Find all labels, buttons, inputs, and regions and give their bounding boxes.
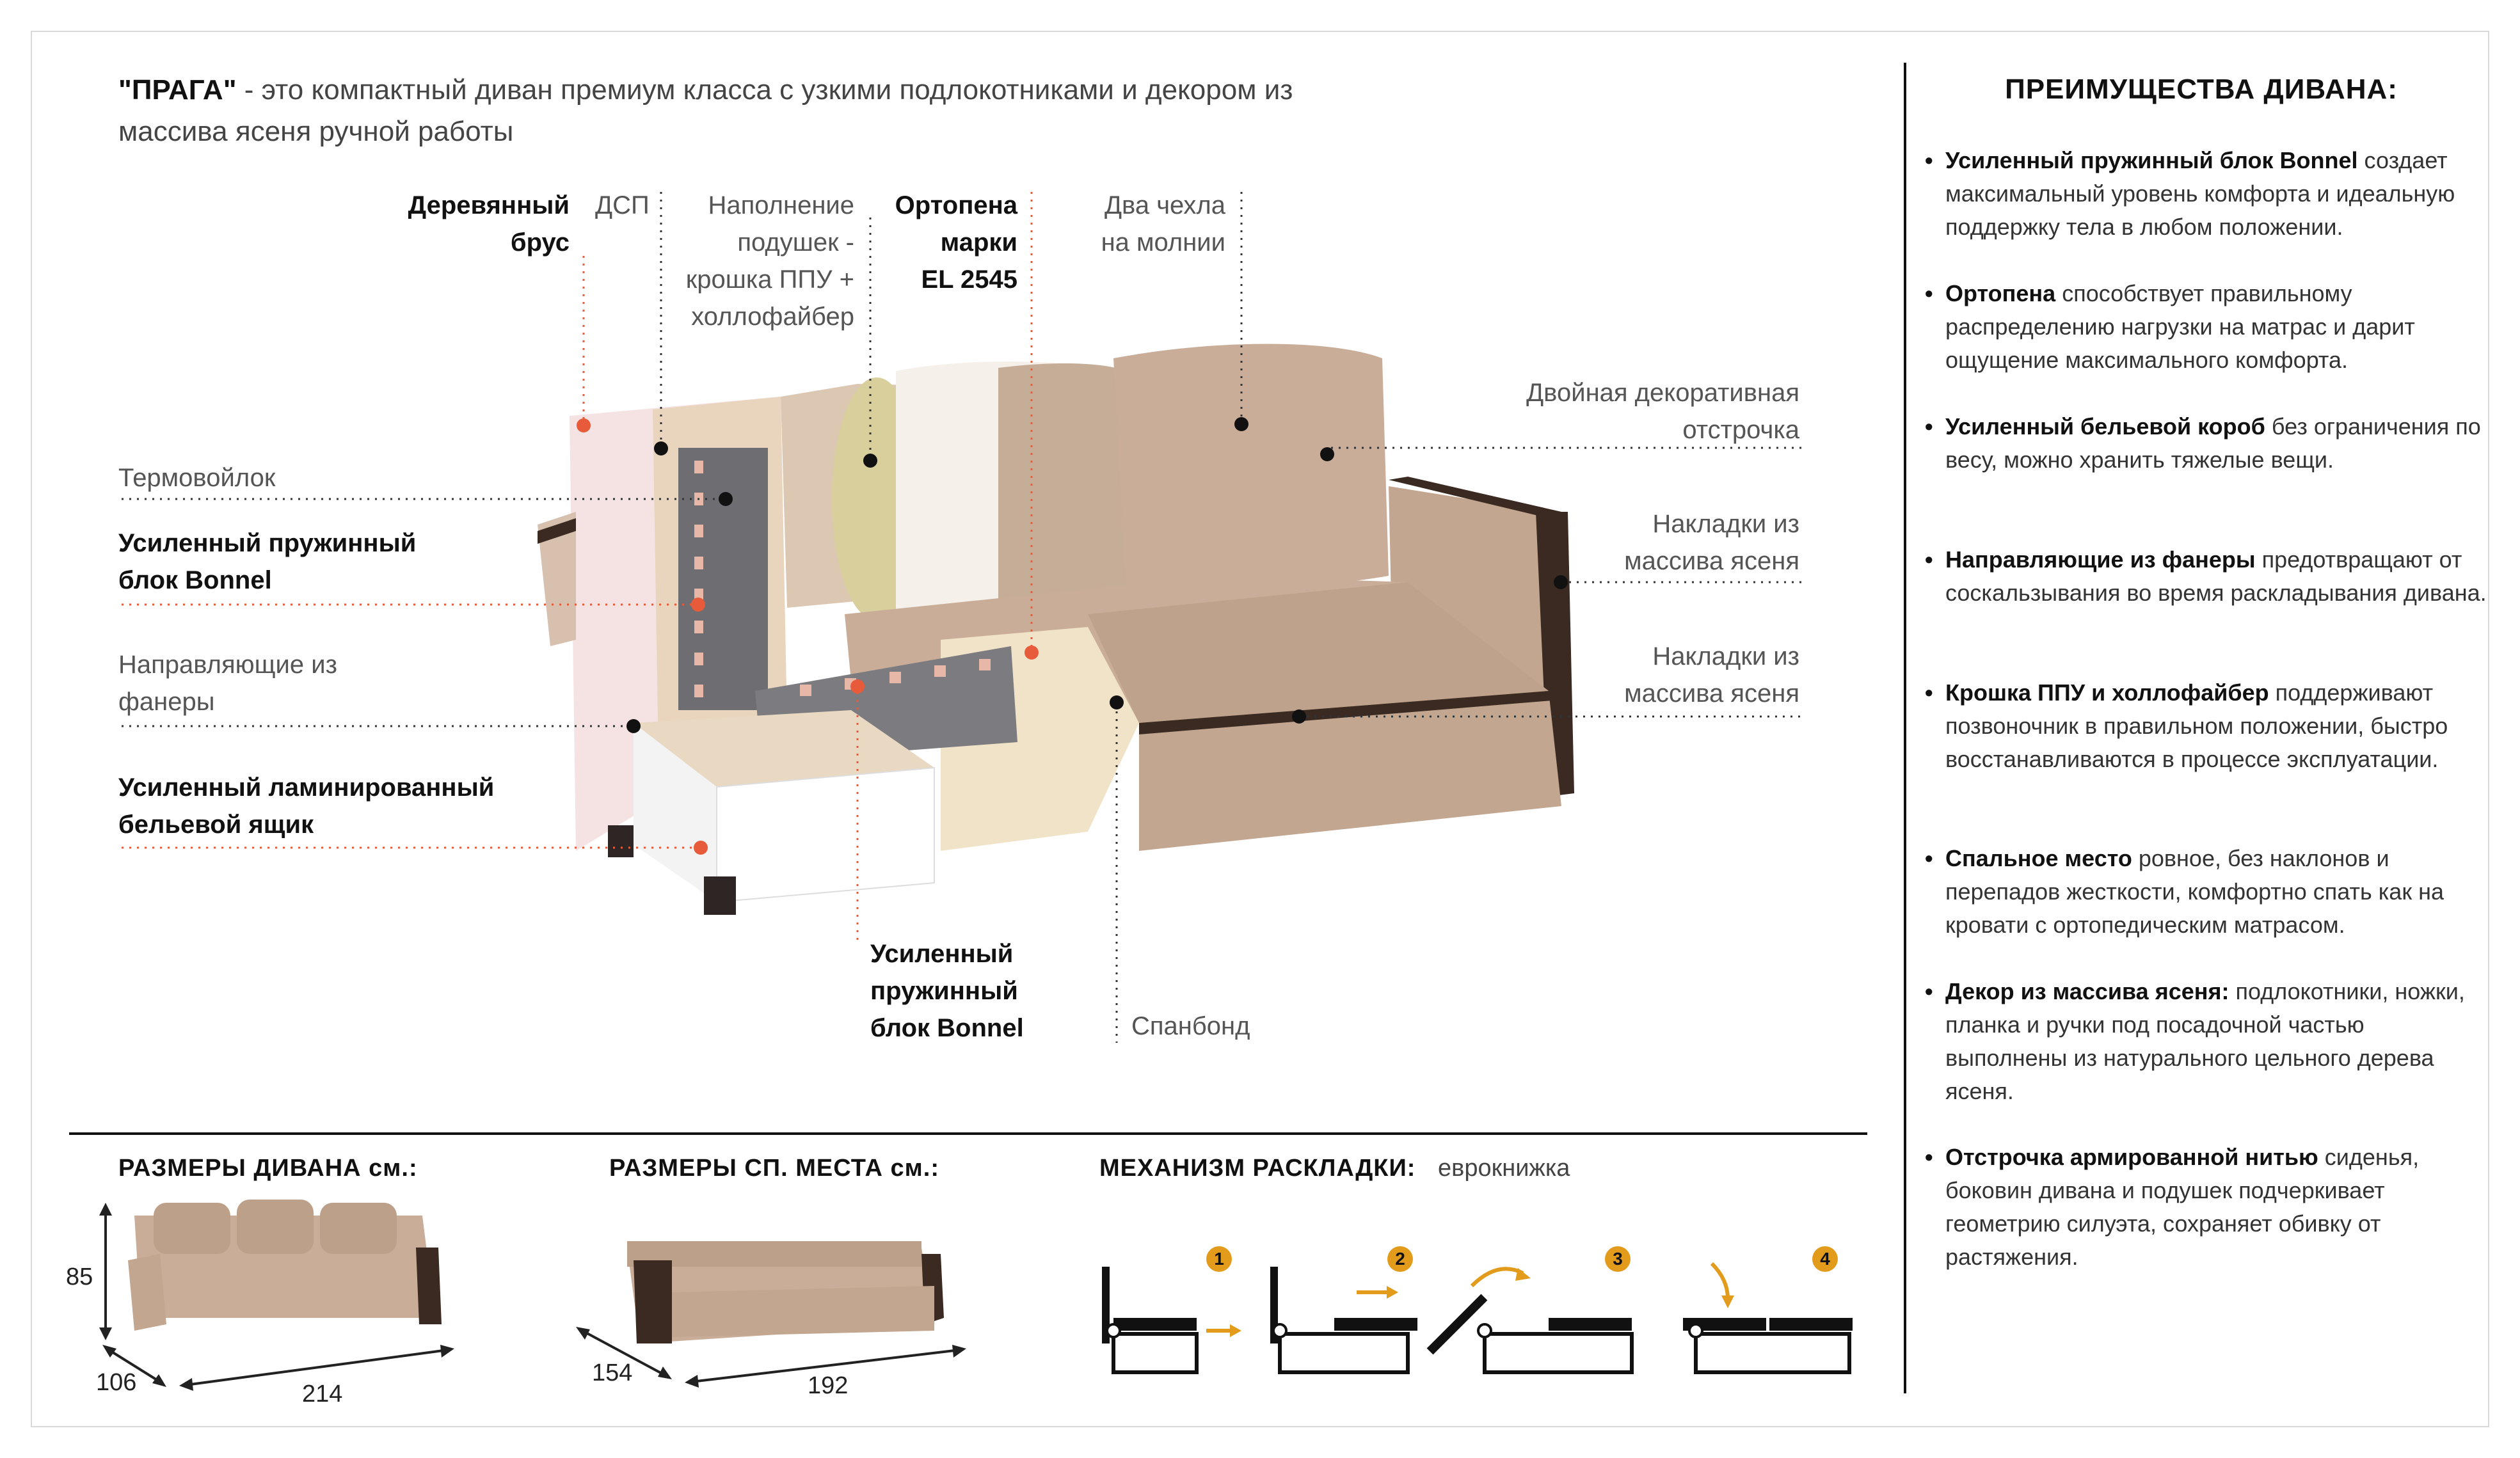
step-badge-1: 1 — [1206, 1246, 1232, 1272]
bullet-icon: • — [1925, 1144, 1933, 1170]
sofa-height: 85 — [66, 1264, 93, 1290]
bed-depth: 154 — [592, 1359, 633, 1386]
horizontal-divider — [69, 1132, 1867, 1135]
step-1-diagram — [1102, 1267, 1241, 1374]
advantage-text: ровное, без наклонов и перепадов жесткос… — [1945, 845, 2444, 938]
sofa-depth: 106 — [96, 1369, 137, 1396]
mechanism-title: МЕХАНИЗМ РАСКЛАДКИ: — [1099, 1155, 1416, 1182]
step-3-diagram — [1426, 1267, 1634, 1374]
vertical-divider — [1904, 63, 1906, 1393]
sofa-front-panel — [1139, 691, 1561, 851]
marker-pruzhinny-bottom — [850, 679, 865, 693]
step-2-diagram — [1270, 1267, 1417, 1374]
step-4-diagram — [1683, 1262, 1853, 1374]
advantage-text: предотвращают от соскальзывания во время… — [1945, 546, 2487, 606]
label-dsp: ДСП — [595, 191, 650, 219]
advantage-title: Усиленный пружинный блок Bonnel — [1945, 147, 2358, 173]
advantage-title: Декор из массива ясеня: — [1945, 978, 2229, 1004]
marker-laminirovanny — [694, 841, 708, 855]
intro-line-1: - это компактный диван премиум класса с … — [236, 74, 1293, 106]
advantage-item: • Направляющие из фанеры предотвращают от… — [1925, 543, 2489, 610]
marker-napravlyayushchie — [626, 719, 641, 733]
advantage-item: • Отстрочка армированной нитью сиденья, б… — [1925, 1141, 2489, 1274]
product-name: "ПРАГА" — [118, 74, 237, 106]
advantage-item: • Декор из массива ясеня: подлокотники, н… — [1925, 975, 2489, 1108]
advantage-item: • Ортопена способствует правильному распр… — [1925, 277, 2489, 377]
bed-dims-title: РАЗМЕРЫ СП. МЕСТА см.: — [609, 1155, 939, 1182]
advantage-text: поддерживают позвоночник в правильном по… — [1945, 679, 2448, 772]
label-spanbond: Спанбонд — [1131, 1012, 1250, 1040]
storage-drawer — [634, 710, 934, 787]
advantage-item: • Усиленный бельевой короб без ограничени… — [1925, 410, 2489, 477]
sofa-dims-illustration — [99, 1200, 454, 1391]
advantage-item: • Крошка ППУ и холлофайбер поддерживают п… — [1925, 676, 2489, 776]
advantage-text: без ограничения по весу, можно хранить т… — [1945, 413, 2481, 473]
bullet-icon: • — [1925, 147, 1933, 173]
advantage-item: • Усиленный пружинный блок Bonnel создает… — [1925, 144, 2489, 244]
advantage-text: подлокотники, ножки, планка и ручки под … — [1945, 978, 2465, 1104]
bullet-icon: • — [1925, 280, 1933, 306]
bullet-icon: • — [1925, 546, 1933, 573]
marker-nakladki-1 — [1554, 575, 1568, 589]
step-badge-4: 4 — [1812, 1246, 1838, 1272]
advantage-text: сиденья, боковин дивана и подушек подчер… — [1945, 1144, 2420, 1270]
page-frame — [31, 31, 2489, 1427]
marker-dva-chehla — [1234, 417, 1248, 431]
intro-text: "ПРАГА" - это компактный диван премиум к… — [118, 69, 1293, 152]
step-badge-2: 2 — [1387, 1246, 1413, 1272]
marker-ortopena — [1025, 646, 1039, 660]
marker-termovoylok — [719, 492, 733, 506]
sofa-dims-title: РАЗМЕРЫ ДИВАНА см.: — [118, 1155, 418, 1182]
advantage-title: Усиленный бельевой короб — [1945, 413, 2265, 440]
marker-pruzhinny-left — [691, 598, 705, 612]
bullet-icon: • — [1925, 978, 1933, 1004]
back-cushion-right — [1113, 344, 1389, 595]
advantage-title: Крошка ППУ и холлофайбер — [1945, 679, 2269, 706]
bullet-icon: • — [1925, 413, 1933, 440]
bullet-icon: • — [1925, 679, 1933, 706]
advantage-title: Направляющие из фанеры — [1945, 546, 2256, 573]
bed-width: 192 — [808, 1372, 849, 1399]
sofa-cutaway-illustration — [122, 192, 1801, 1043]
intro-line-2: массива ясеня ручной работы — [118, 116, 514, 147]
step-badge-3: 3 — [1605, 1246, 1631, 1272]
bed-dims-illustration — [576, 1241, 966, 1388]
advantage-title: Ортопена — [1945, 280, 2056, 306]
marker-brus — [577, 418, 591, 432]
marker-napolnenie — [863, 454, 877, 468]
advantages-title: ПРЕИМУЩЕСТВА ДИВАНА: — [2005, 74, 2398, 105]
marker-dsp — [654, 441, 668, 456]
advantage-title: Отстрочка армированной нитью — [1945, 1144, 2318, 1170]
advantage-text: создает максимальный уровень комфорта и … — [1945, 147, 2455, 240]
advantage-item: • Спальное место ровное, без наклонов и п… — [1925, 842, 2489, 942]
bullet-icon: • — [1925, 845, 1933, 871]
marker-spanbond — [1110, 695, 1124, 709]
marker-nakladki-2 — [1292, 709, 1306, 724]
advantage-text: способствует правильному распределению н… — [1945, 280, 2415, 373]
marker-otstrochka — [1320, 447, 1334, 461]
sofa-width: 214 — [302, 1381, 343, 1407]
advantage-title: Спальное место — [1945, 845, 2132, 871]
mechanism-value: еврокнижка — [1438, 1155, 1570, 1182]
mechanism-steps — [1102, 1262, 1853, 1374]
label-termovoylok: Термовойлок — [118, 464, 276, 492]
